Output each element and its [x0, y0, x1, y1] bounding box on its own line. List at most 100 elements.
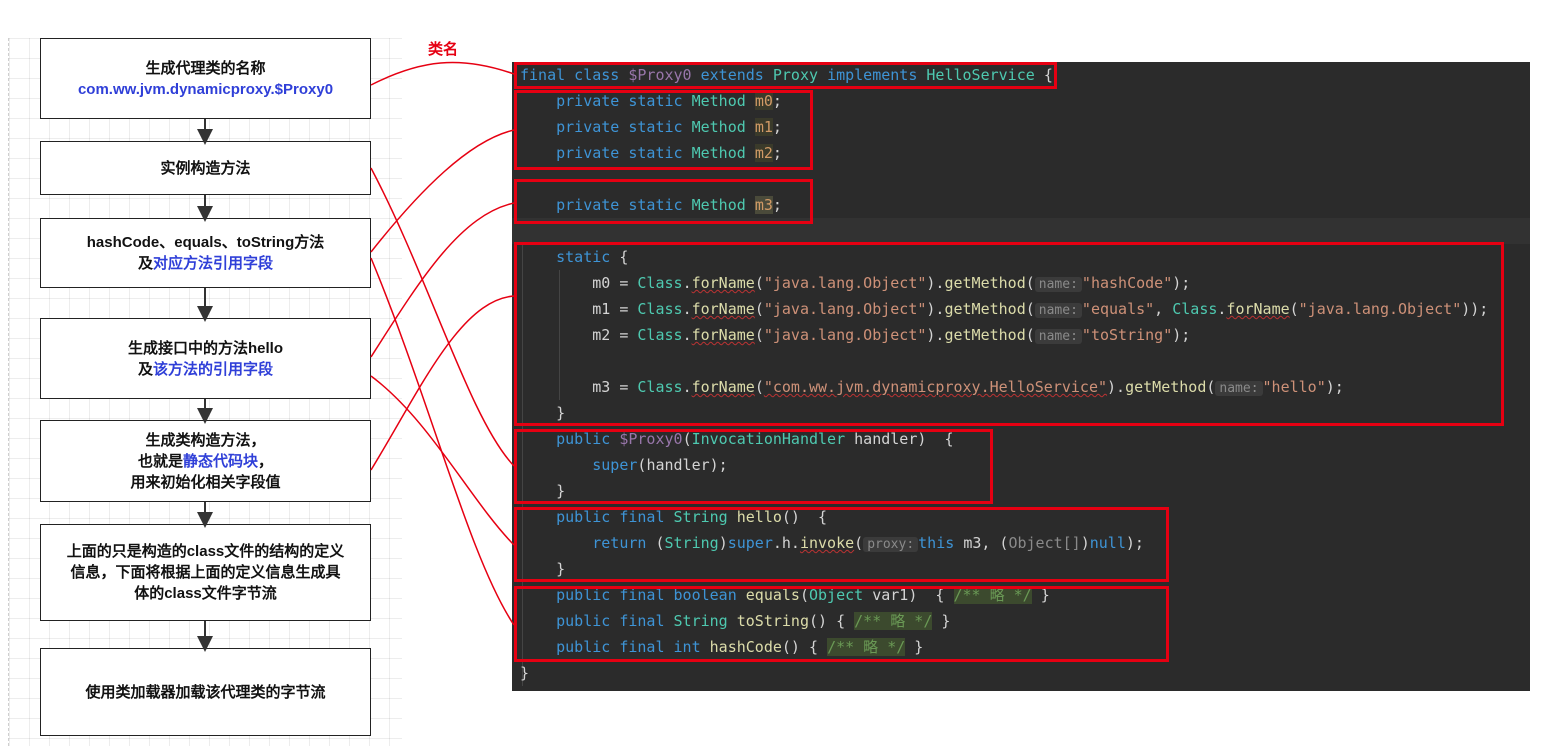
field-name: m3: [754, 196, 773, 214]
kw: public: [556, 430, 611, 448]
highlight-class-decl: [514, 62, 1057, 89]
field-name: m1: [754, 118, 773, 136]
param: var1: [872, 586, 909, 604]
kw: private static: [556, 196, 683, 214]
type: Class: [1172, 300, 1218, 318]
method-name: toString: [736, 612, 809, 630]
string: "hello": [1262, 378, 1326, 396]
code-line-hashcode: public final int hashCode() { /** 略 */ }: [556, 638, 924, 656]
text-highlight: 该方法的引用字段: [153, 360, 274, 378]
classname-annotation: 类名: [428, 41, 459, 58]
code-line-class-decl: final class $Proxy0 extends Proxy implem…: [520, 62, 1053, 88]
step-line-mixed: 及该方法的引用字段: [138, 359, 273, 380]
kw: public final: [556, 638, 665, 656]
code-line-tostring: public final String toString() { /** 略 *…: [556, 612, 951, 630]
method-name: hello: [736, 508, 782, 526]
step-box-instance-ctor: 实例构造方法: [40, 141, 371, 195]
kw: private static: [556, 92, 683, 110]
indent-guide: [522, 244, 523, 686]
connector-fields-m0-m2: [370, 129, 515, 253]
connector-hello-method: [370, 375, 515, 546]
highlight-constructor: [514, 429, 993, 504]
step-line: 生成接口中的方法hello: [127, 339, 283, 357]
param-hint: name:: [1034, 329, 1082, 344]
kw: private static: [556, 118, 683, 136]
step-box-proxy-name: 生成代理类的名称 com.ww.jvm.dynamicproxy.$Proxy0: [40, 38, 371, 119]
type: HelloService: [926, 66, 1035, 84]
code-line-static-close: }: [556, 404, 566, 422]
param: handler: [646, 456, 710, 474]
type: String: [673, 612, 728, 630]
step-box-classloader: 使用类加载器加载该代理类的字节流: [40, 648, 371, 736]
text-prefix: 及: [137, 255, 153, 272]
connector-field-m3: [370, 202, 515, 358]
step-line-mixed: 也就是静态代码块，: [138, 451, 273, 472]
string: "java.lang.Object": [763, 326, 927, 344]
type: Method: [691, 92, 746, 110]
type: Class: [637, 300, 683, 318]
type: String: [664, 534, 719, 552]
ctor-name: $Proxy0: [619, 430, 683, 448]
string: "hashCode": [1081, 274, 1173, 292]
param-hint: proxy:: [863, 537, 919, 552]
code-line-m2-init: m2 = Class.forName("java.lang.Object").g…: [592, 326, 1191, 344]
type: int: [673, 638, 701, 656]
type: Method: [691, 118, 746, 136]
comment: /** 略 */: [827, 638, 906, 656]
method-call: forName: [691, 274, 755, 292]
type: Class: [637, 274, 683, 292]
kw: public final: [556, 612, 665, 630]
step-line: 上面的只是构造的class文件的结构的定义: [66, 543, 345, 560]
method-name: hashCode: [709, 638, 782, 656]
kw: implements: [827, 66, 918, 84]
highlight-fields-m0-m2: [514, 90, 813, 170]
code-line-field-m0: private static Method m0;: [556, 92, 782, 110]
method-call: getMethod: [944, 274, 1026, 292]
kw: super: [727, 534, 773, 552]
field-name: m2: [592, 326, 611, 344]
code-line-equals: public final boolean equals(Object var1)…: [556, 586, 1050, 604]
step-line-blue: com.ww.jvm.dynamicproxy.$Proxy0: [77, 80, 334, 98]
text-prefix: 及: [137, 360, 153, 378]
step-line: hashCode、equals、toString方法: [86, 234, 325, 251]
type: Method: [691, 144, 746, 162]
step-line-mixed: 及对应方法引用字段: [138, 253, 273, 274]
connector-instance-ctor: [370, 167, 515, 467]
type: String: [673, 508, 728, 526]
param-hint: name:: [1215, 381, 1263, 396]
highlight-hello-method: [514, 507, 1169, 582]
code-line-hello: public final String hello() {: [556, 508, 828, 526]
string: "java.lang.Object": [763, 274, 927, 292]
connector-object-methods: [370, 257, 515, 626]
kw: public final: [556, 508, 665, 526]
type: Object: [809, 586, 864, 604]
string: "toString": [1081, 326, 1173, 344]
kw: final class: [520, 66, 620, 84]
code-line-field-m2: private static Method m2;: [556, 144, 782, 162]
highlight-field-m3: [514, 179, 813, 224]
string: "java.lang.Object": [763, 300, 927, 318]
comment: /** 略 */: [854, 612, 933, 630]
param-hint: name:: [1034, 303, 1082, 318]
step-box-hello-method: 生成接口中的方法hello 及该方法的引用字段: [40, 318, 371, 399]
connector-static-block: [370, 295, 515, 471]
step-line: 实例构造方法: [160, 159, 251, 177]
type: Method: [691, 196, 746, 214]
type: Object[]: [1008, 534, 1081, 552]
kw: null: [1089, 534, 1126, 552]
param: handler: [854, 430, 918, 448]
method-call: getMethod: [1125, 378, 1207, 396]
kw: super: [592, 456, 638, 474]
code-line-m3-init: m3 = Class.forName("com.ww.jvm.dynamicpr…: [592, 378, 1344, 396]
step-line: 使用类加载器加载该代理类的字节流: [85, 683, 326, 701]
args: m3,: [963, 534, 991, 552]
field-name: m0: [592, 274, 611, 292]
method-call: forName: [691, 378, 755, 396]
step-box-structure-note: 上面的只是构造的class文件的结构的定义 信息，下面将根据上面的定义信息生成具…: [40, 524, 371, 621]
step-line: 信息，下面将根据上面的定义信息生成具: [70, 564, 341, 581]
type: InvocationHandler: [691, 430, 846, 448]
type: Class: [637, 378, 683, 396]
code-line-return: return (String)super.h.invoke(proxy:this…: [592, 534, 1144, 552]
text-suffix: ，: [258, 452, 274, 470]
